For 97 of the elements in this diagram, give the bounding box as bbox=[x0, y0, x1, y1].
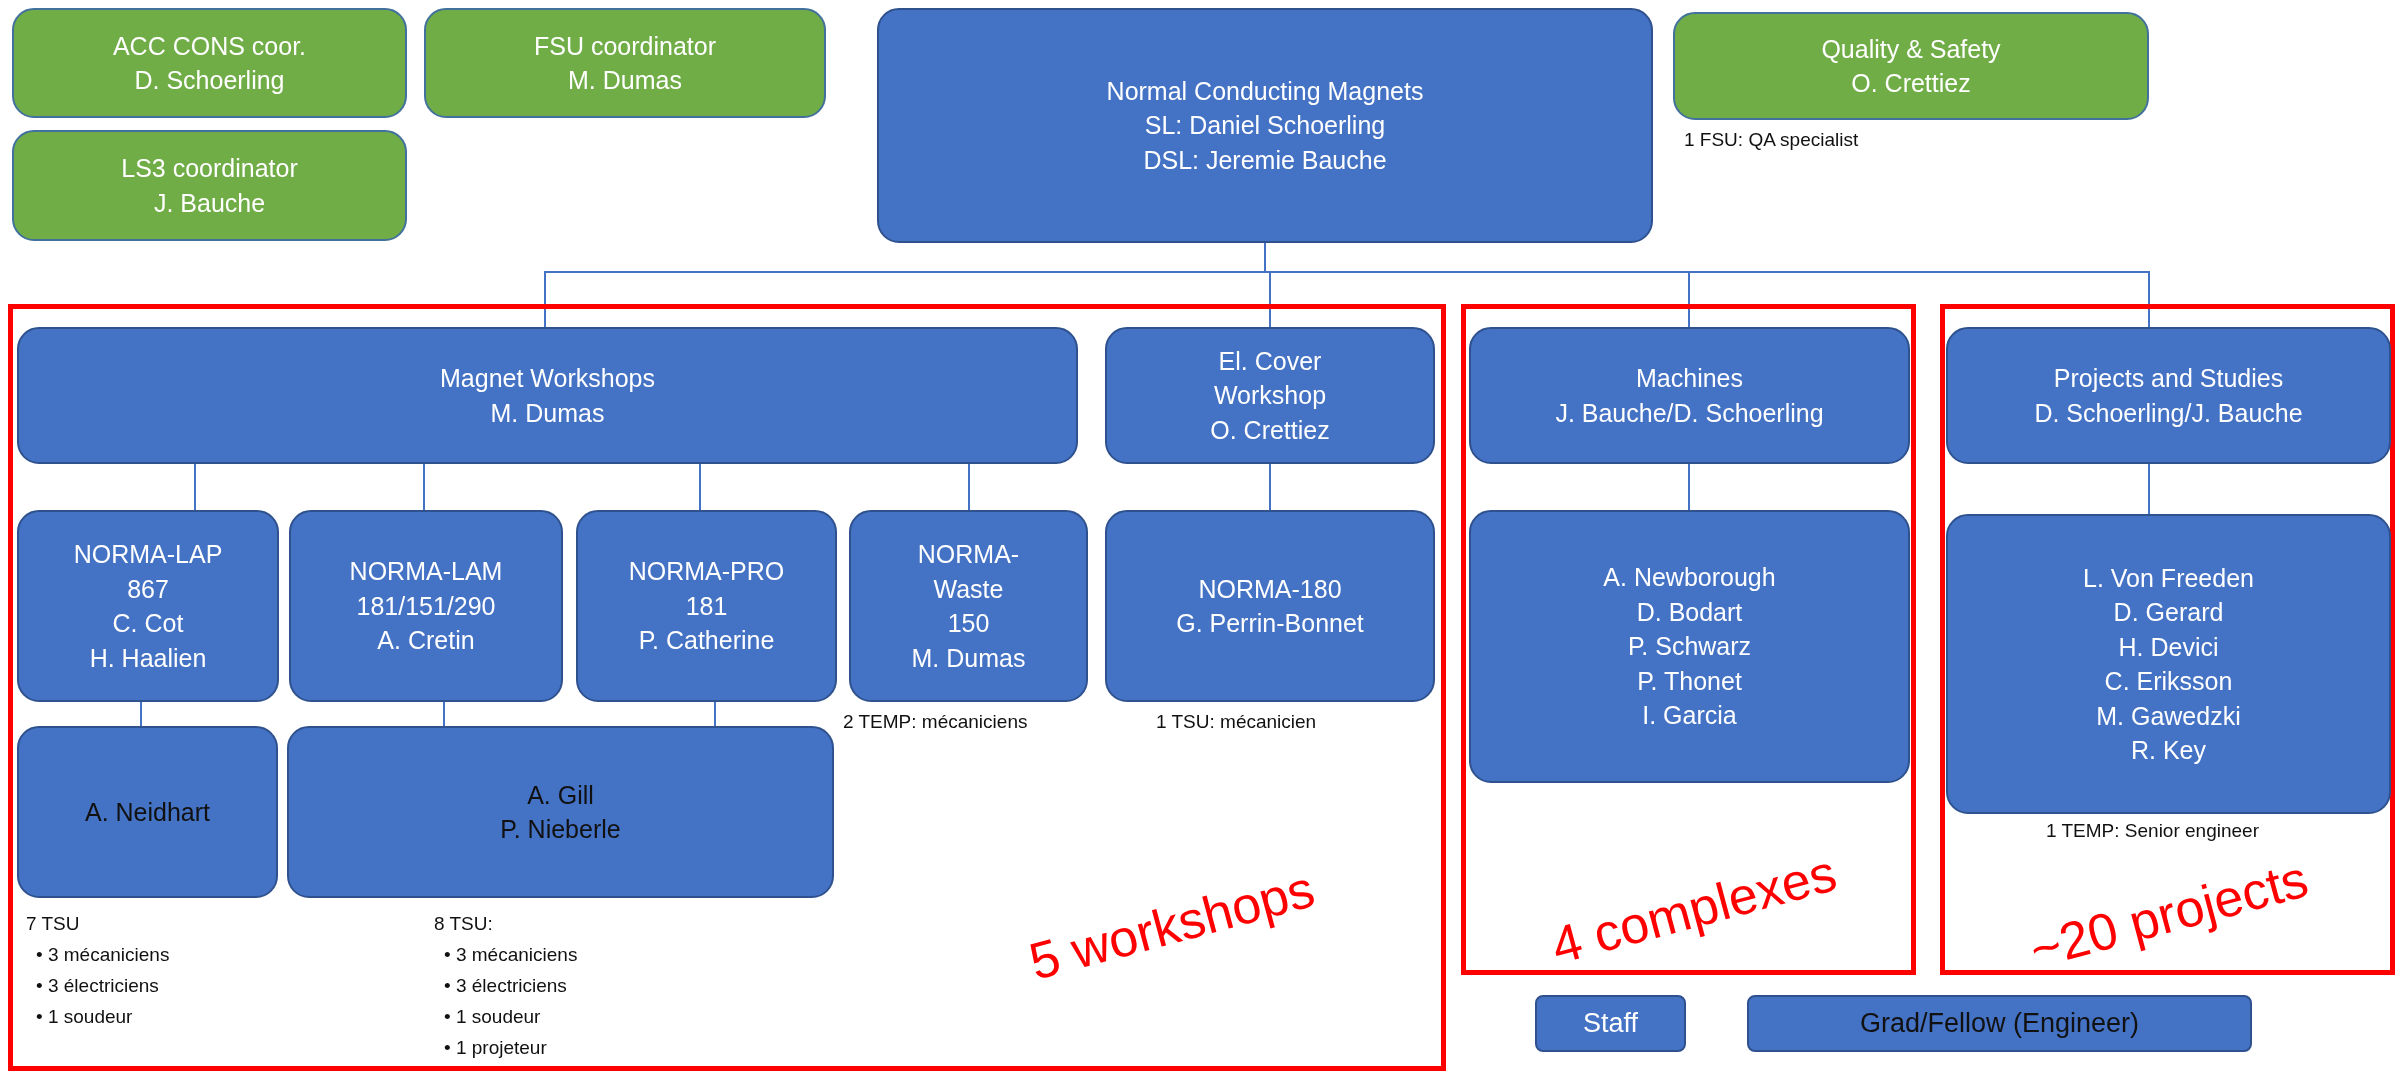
box-text: NORMA-LAM bbox=[349, 556, 503, 588]
box-text: LS3 coordinator bbox=[121, 153, 298, 184]
box-text: A. Cretin bbox=[377, 625, 475, 657]
box-text: J. Bauche bbox=[153, 187, 266, 219]
box-text: P. Schwarz bbox=[1627, 631, 1752, 663]
org-box bbox=[17, 510, 279, 702]
connector-line bbox=[140, 701, 142, 727]
legend-swatch: Staff bbox=[1535, 995, 1686, 1052]
note-text: 1 TEMP: Senior engineer bbox=[2046, 819, 2259, 843]
box-text: I. Garcia bbox=[1642, 700, 1737, 732]
note-text: 7 TSU bbox=[26, 912, 81, 936]
role-box bbox=[12, 8, 407, 118]
box-text: Normal Conducting Magnets bbox=[1106, 75, 1424, 107]
org-box bbox=[1469, 510, 1910, 783]
list-item: • 1 projeteur bbox=[443, 1036, 548, 1060]
group-frame bbox=[8, 304, 1446, 1071]
box-text: A. Neidhart bbox=[84, 796, 211, 828]
org-box bbox=[1946, 514, 2391, 814]
org-box bbox=[1105, 327, 1435, 464]
legend-swatch: Grad/Fellow (Engineer) bbox=[1747, 995, 2252, 1052]
box-text: P. Catherine bbox=[638, 625, 775, 657]
box-text: A. Newborough bbox=[1603, 562, 1776, 594]
org-box bbox=[1105, 510, 1435, 702]
org-box bbox=[1469, 327, 1910, 464]
note-text: 2 TEMP: mécaniciens bbox=[843, 710, 1028, 734]
box-text: 181/151/290 bbox=[356, 590, 496, 622]
connector-line bbox=[1269, 463, 1271, 511]
box-text: P. Nieberle bbox=[500, 814, 621, 845]
frame-label: 5 workshops bbox=[1022, 858, 1322, 993]
box-text: D. Schoerling bbox=[134, 65, 285, 96]
box-text: ACC CONS coor. bbox=[112, 30, 307, 62]
note-text: 8 TSU: bbox=[434, 912, 494, 936]
frame-label: ~20 projects bbox=[2022, 848, 2315, 981]
list-item: • 3 mécaniciens bbox=[35, 943, 170, 967]
box-text: D. Gerard bbox=[2113, 597, 2224, 628]
role-box bbox=[12, 130, 407, 241]
connector-line bbox=[699, 463, 701, 511]
box-text: M. Gawedzki bbox=[2096, 700, 2241, 732]
box-text: NORMA-180 bbox=[1198, 573, 1342, 605]
list-item: • 1 soudeur bbox=[35, 1005, 134, 1029]
note-text: 1 TSU: mécanicien bbox=[1156, 710, 1317, 734]
box-text: El. Cover Workshop bbox=[1212, 345, 1328, 412]
box-text: L. Von Freeden bbox=[2083, 562, 2254, 594]
list-item: • 3 mécaniciens bbox=[443, 943, 578, 967]
box-text: M. Dumas bbox=[490, 397, 605, 429]
box-text: 867 bbox=[127, 573, 169, 605]
box-text: NORMA-Waste bbox=[916, 539, 1021, 605]
org-box bbox=[576, 510, 837, 702]
box-text: NORMA-PRO bbox=[628, 556, 785, 588]
org-box bbox=[17, 327, 1078, 464]
box-text: NORMA-LAP bbox=[73, 539, 223, 570]
role-box bbox=[424, 8, 826, 118]
note-text: 1 FSU: QA specialist bbox=[1684, 128, 1859, 152]
list-item: • 1 soudeur bbox=[443, 1005, 542, 1029]
box-text: 181 bbox=[685, 590, 728, 622]
org-box bbox=[289, 510, 563, 702]
box-text: H. Devici bbox=[2118, 631, 2219, 663]
box-text: D. Bodart bbox=[1636, 596, 1743, 628]
connector-line bbox=[194, 463, 196, 511]
box-text: R. Key bbox=[2131, 735, 2206, 766]
box-text: M. Dumas bbox=[568, 65, 682, 96]
frame-label: 4 complexes bbox=[1544, 842, 1844, 977]
box-text: M. Dumas bbox=[911, 642, 1026, 674]
connector-line bbox=[968, 463, 970, 511]
box-text: Quality & Safety bbox=[1821, 33, 2001, 65]
org-box bbox=[849, 510, 1088, 702]
box-text: 150 bbox=[947, 608, 990, 639]
org-box bbox=[287, 726, 834, 898]
box-text: G. Perrin-Bonnet bbox=[1176, 608, 1364, 639]
box-text: D. Schoerling/J. Bauche bbox=[2034, 397, 2303, 429]
box-text: DSL: Jeremie Bauche bbox=[1143, 144, 1387, 176]
group-frame bbox=[1461, 304, 1916, 975]
box-text: Magnet Workshops bbox=[440, 363, 655, 394]
connector-line bbox=[443, 701, 445, 727]
box-text: C. Cot bbox=[112, 608, 184, 639]
box-text: J. Bauche/D. Schoerling bbox=[1555, 397, 1824, 429]
org-box bbox=[877, 8, 1653, 243]
org-box bbox=[1946, 327, 2391, 464]
list-item: • 3 électriciens bbox=[35, 974, 160, 998]
list-item: • 3 électriciens bbox=[443, 974, 568, 998]
box-text: A. Gill bbox=[527, 779, 594, 811]
connector-line bbox=[714, 701, 716, 727]
org-box bbox=[17, 726, 278, 898]
box-text: O. Crettiez bbox=[1210, 414, 1330, 446]
box-text: C. Eriksson bbox=[2104, 666, 2233, 697]
box-text: P. Thonet bbox=[1637, 665, 1742, 697]
connector-line bbox=[1688, 463, 1690, 511]
role-box bbox=[1673, 12, 2149, 120]
box-text: Machines bbox=[1636, 363, 1743, 394]
group-frame bbox=[1940, 304, 2395, 975]
box-text: Projects and Studies bbox=[2053, 363, 2284, 394]
connector-line bbox=[2148, 463, 2150, 515]
box-text: FSU coordinator bbox=[534, 30, 716, 62]
connector-line bbox=[423, 463, 425, 511]
box-text: H. Haalien bbox=[89, 642, 207, 674]
box-text: SL: Daniel Schoerling bbox=[1144, 110, 1386, 142]
box-text: O. Crettiez bbox=[1851, 68, 1971, 99]
